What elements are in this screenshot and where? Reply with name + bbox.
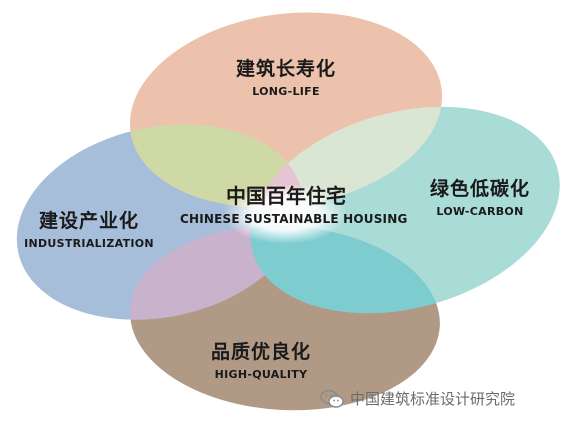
center-glow (223, 184, 347, 244)
label-long-life: 建筑长寿化 LONG-LIFE (226, 54, 346, 98)
watermark-text: 中国建筑标准设计研究院 (350, 390, 516, 408)
label-industrialization-en: INDUSTRIALIZATION (24, 237, 154, 250)
label-industrialization-cn: 建设产业化 (38, 210, 139, 232)
label-high-quality-cn: 品质优良化 (210, 341, 311, 363)
label-high-quality: 品质优良化 HIGH-QUALITY (196, 337, 326, 381)
label-low-carbon: 绿色低碳化 LOW-CARBON (420, 174, 540, 218)
center-title-cn: 中国百年住宅 (226, 184, 346, 208)
label-long-life-en: LONG-LIFE (252, 85, 320, 98)
label-low-carbon-cn: 绿色低碳化 (429, 178, 530, 200)
label-center: 中国百年住宅 CHINESE SUSTAINABLE HOUSING (180, 180, 408, 226)
label-high-quality-en: HIGH-QUALITY (214, 368, 308, 381)
label-industrialization: 建设产业化 INDUSTRIALIZATION (14, 206, 164, 250)
center-title-en: CHINESE SUSTAINABLE HOUSING (180, 212, 408, 226)
overlap-right-bottom (250, 218, 445, 314)
watermark: 中国建筑标准设计研究院 (320, 388, 515, 409)
wechat-icon (320, 389, 344, 408)
label-long-life-cn: 建筑长寿化 (235, 58, 336, 80)
label-low-carbon-en: LOW-CARBON (436, 205, 524, 218)
